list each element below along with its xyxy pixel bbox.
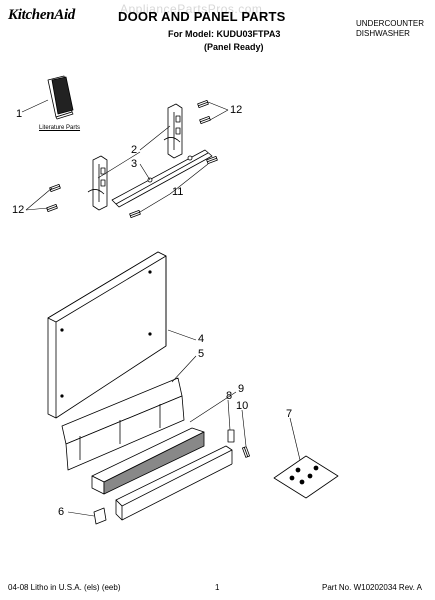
hardware-bag	[273, 455, 339, 499]
leader-lines	[21, 99, 301, 517]
callout-5: 5	[198, 348, 205, 360]
page-title: DOOR AND PANEL PARTS	[118, 9, 286, 24]
callout-4: 4	[198, 333, 205, 345]
model-line: For Model: KUDU03FTPA3	[168, 29, 281, 39]
callout-6: 6	[58, 506, 65, 518]
watermark: AppliancePartsPros.com	[120, 2, 263, 16]
screws	[46, 100, 218, 218]
callout-2: 2	[131, 144, 138, 156]
footer-part-number: Part No. W10202034 Rev. A	[322, 583, 422, 592]
product-line-1: UNDERCOUNTER	[356, 19, 424, 28]
callout-8: 8	[226, 390, 233, 402]
footer-litho: 04-08 Litho in U.S.A. (els) (eeb)	[8, 583, 121, 592]
literature-booklet	[47, 75, 74, 120]
callout-1: 1	[16, 108, 23, 120]
kick-plate	[115, 429, 235, 521]
hinge-bracket-left	[87, 155, 108, 211]
callout-3: 3	[131, 158, 138, 170]
product-line-2: DISHWASHER	[356, 29, 410, 38]
door-panel	[47, 251, 167, 419]
brand-logo: KitchenAid	[8, 7, 76, 23]
callout-9: 9	[238, 383, 245, 395]
callout-11: 11	[172, 186, 184, 198]
literature-parts-label: Literature Parts	[39, 125, 81, 131]
screw-10	[242, 446, 250, 458]
footer-page-number: 1	[215, 583, 220, 592]
mounting-bracket	[61, 377, 185, 471]
insulation-foam	[91, 427, 205, 495]
panel-line: (Panel Ready)	[204, 42, 264, 52]
callout-7: 7	[286, 408, 293, 420]
hinge-bracket-right	[163, 103, 183, 159]
trim-strip	[111, 149, 213, 208]
callout-12-upper: 12	[230, 104, 243, 116]
product-type: UNDERCOUNTER DISHWASHER	[356, 19, 424, 39]
callout-12-lower: 12	[12, 204, 25, 216]
callout-10: 10	[236, 400, 249, 412]
small-clip	[93, 507, 107, 525]
